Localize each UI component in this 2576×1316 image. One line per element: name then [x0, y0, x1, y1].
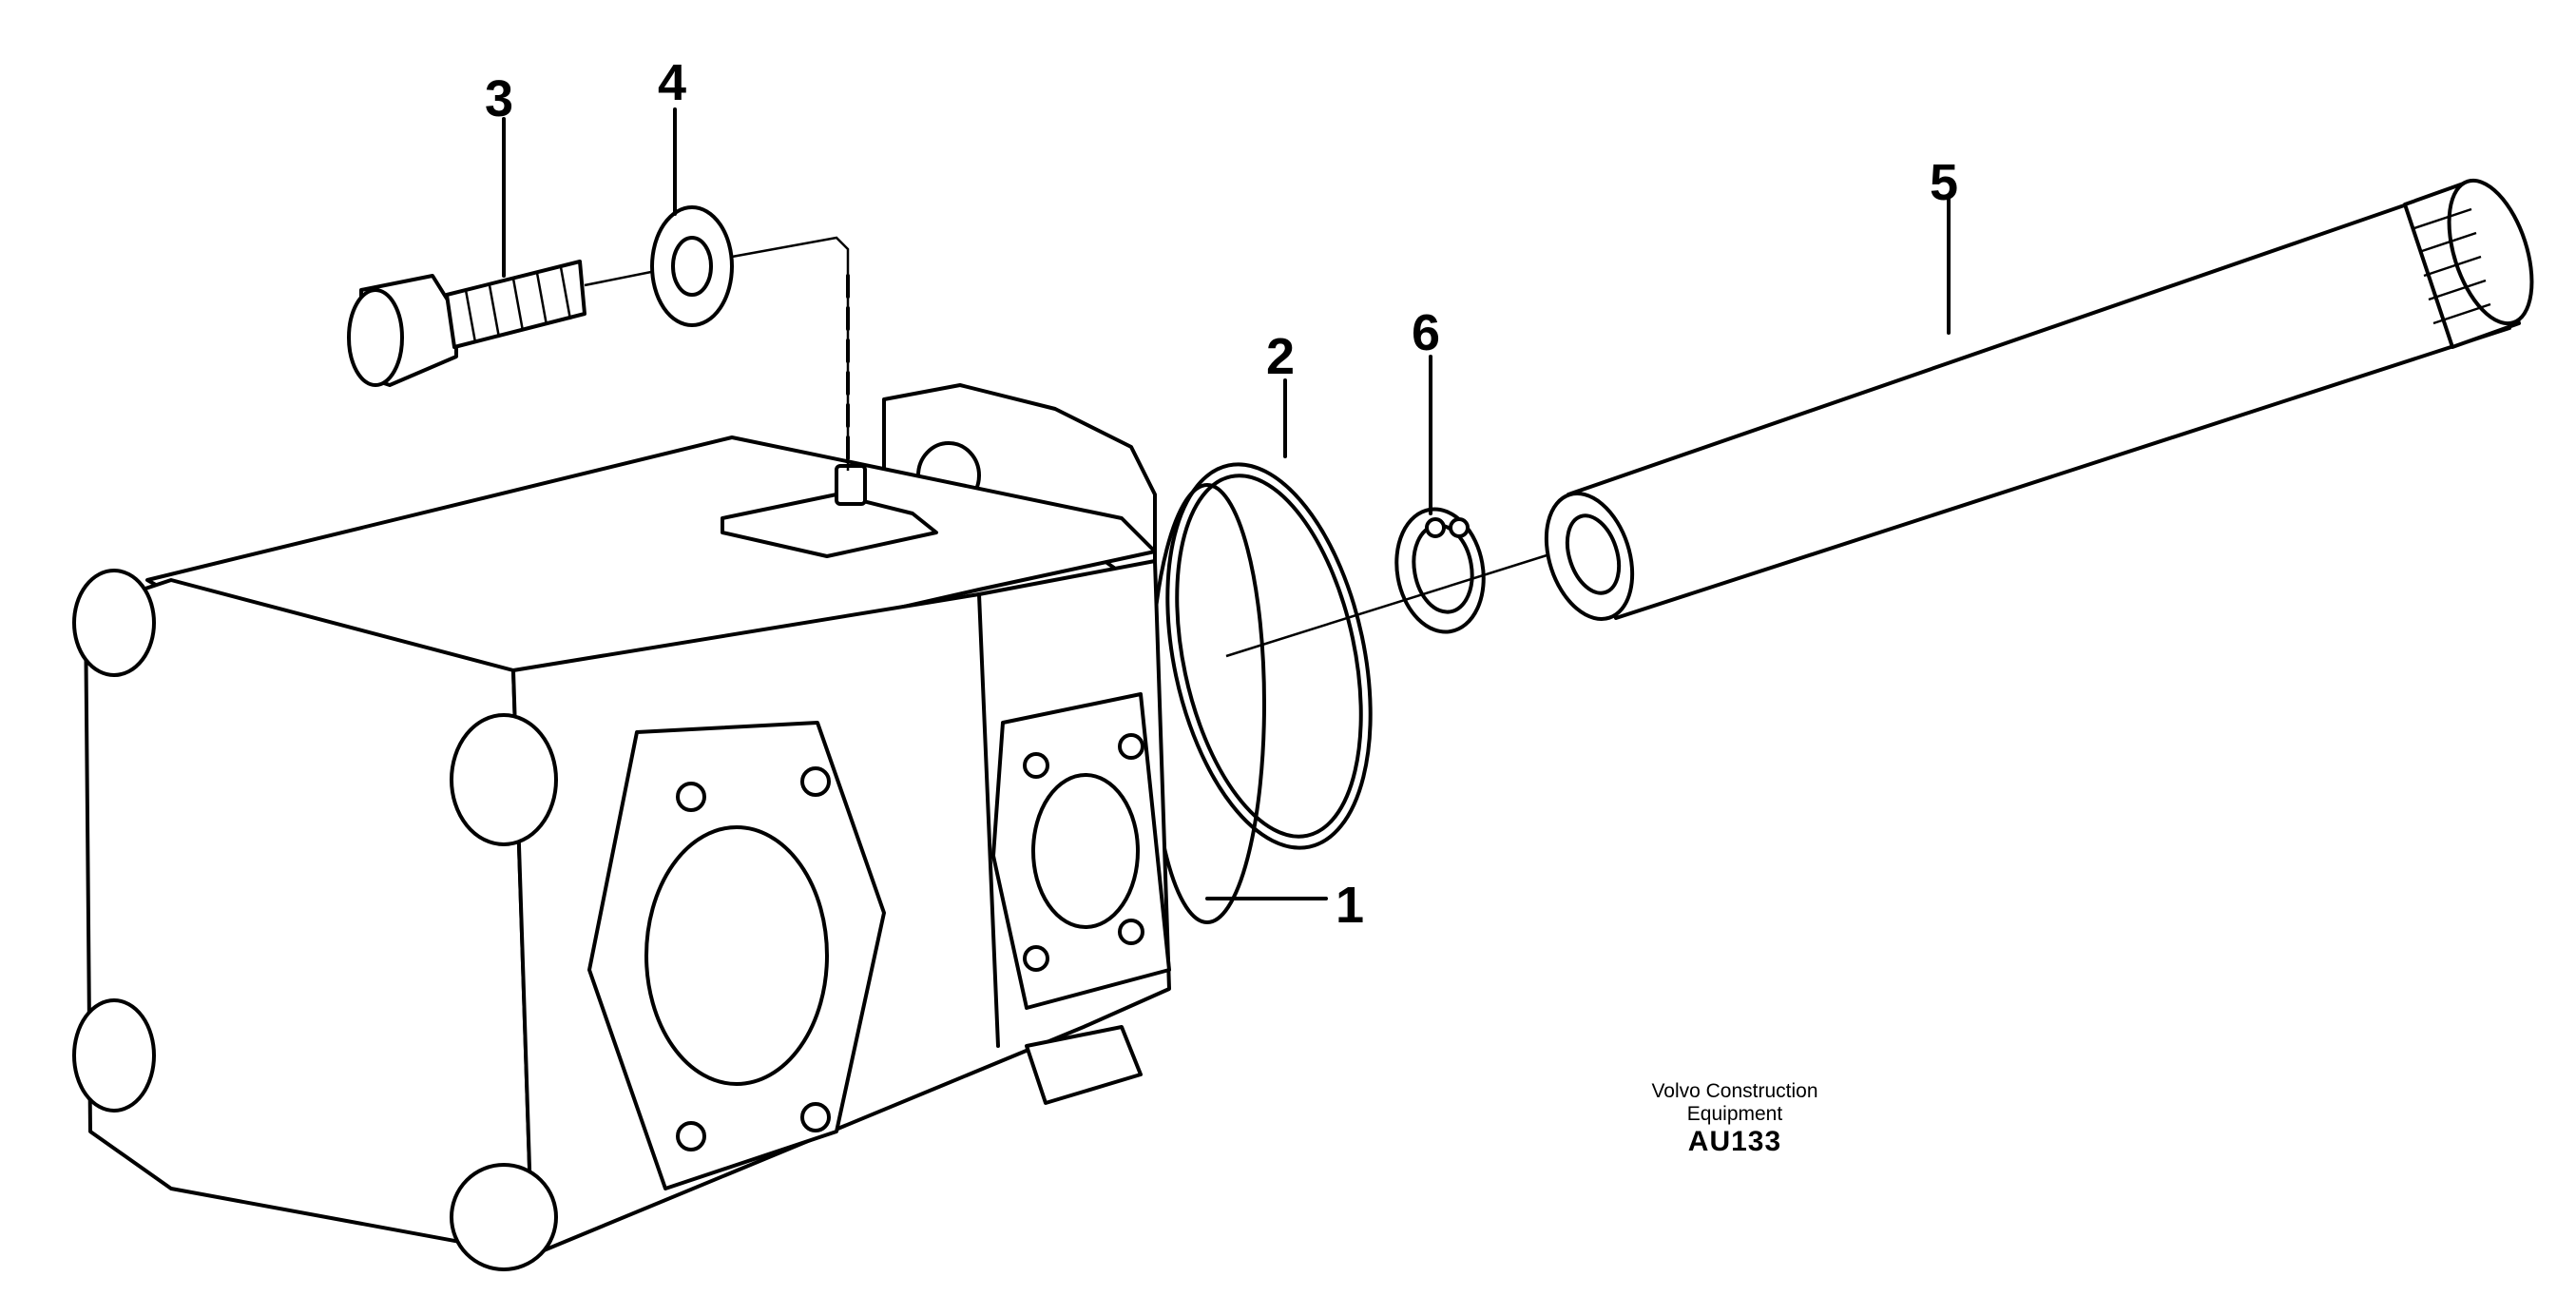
caption-line-2: Equipment	[1686, 1103, 1783, 1126]
circlip	[1394, 507, 1486, 634]
o-ring	[1165, 462, 1373, 850]
shaft-axis-line	[1225, 550, 1560, 658]
pump-housing	[72, 383, 1266, 1271]
washer	[650, 205, 734, 327]
bolt	[347, 260, 586, 387]
callout-circlip: 6	[1412, 304, 1440, 361]
drive-shaft	[1544, 178, 2534, 621]
callout-pump: 1	[1336, 877, 1364, 934]
callout-shaft: 5	[1930, 154, 1958, 211]
callout-o-ring: 2	[1266, 328, 1295, 385]
diagram-code: AU133	[1687, 1126, 1782, 1158]
callout-bolt: 3	[485, 70, 513, 127]
callout-washer: 4	[658, 54, 686, 111]
caption-line-1: Volvo Construction	[1651, 1080, 1818, 1102]
diagram-caption: Volvo Construction Equipment AU133	[1559, 1080, 1911, 1159]
